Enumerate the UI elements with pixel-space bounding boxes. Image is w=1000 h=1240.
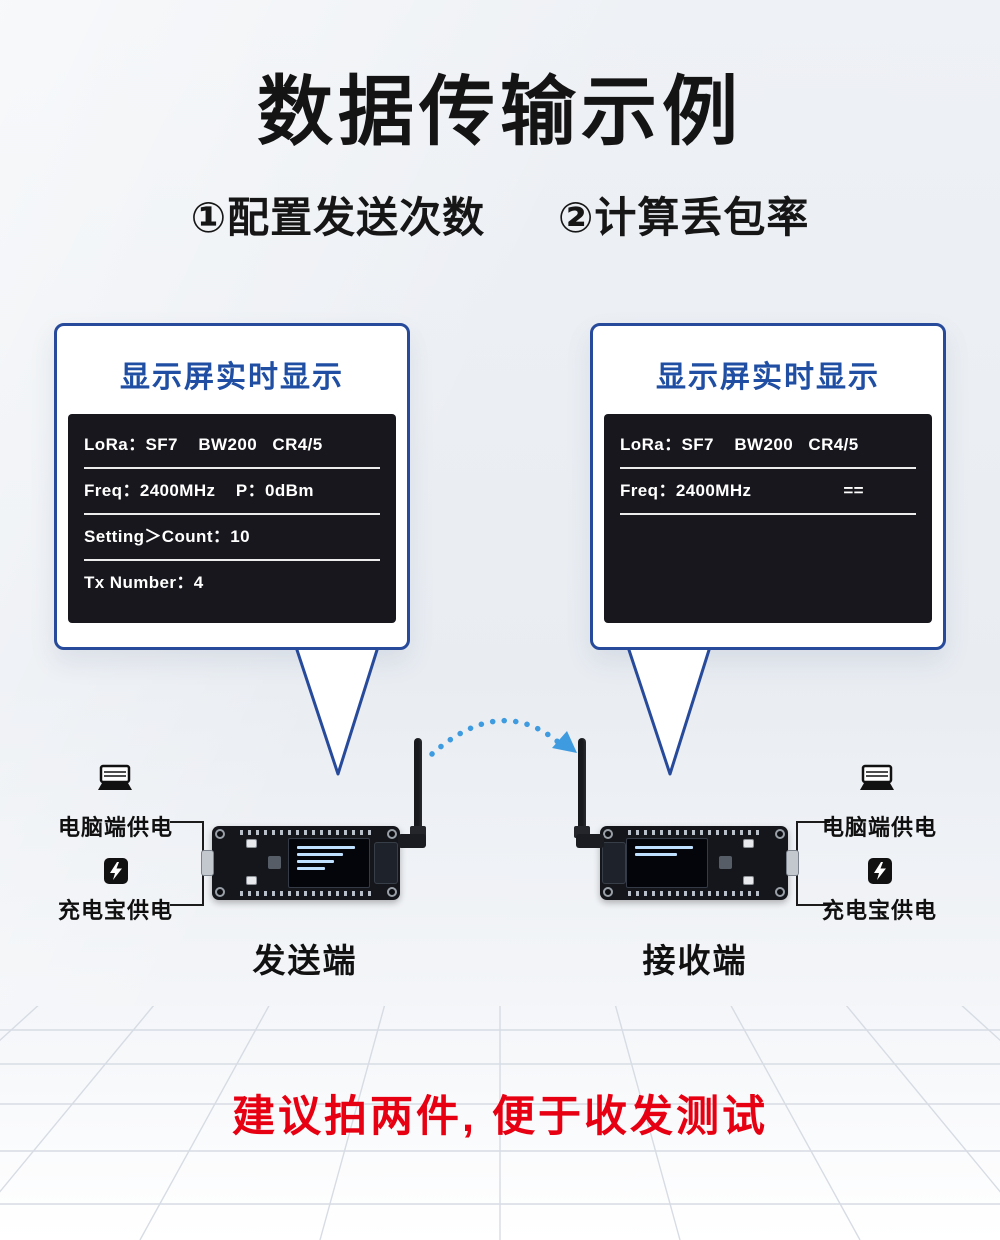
mounting-hole	[775, 829, 785, 839]
rx-powerbank-label: 充电宝供电	[822, 898, 938, 923]
rx-screen-line-freq: Freq：2400MHz ==	[620, 480, 916, 502]
tx-pc-power-label: 电脑端供电	[58, 815, 174, 840]
pin-header	[628, 830, 760, 835]
transmitter-callout-title: 显示屏实时显示	[120, 361, 344, 394]
rx-signal-text: ==	[843, 481, 864, 500]
receiver-caption: 接收端	[642, 942, 748, 979]
receiver-callout-tail	[627, 648, 711, 776]
tx-screen-line-freq: Freq：2400MHz P：0dBm	[84, 481, 314, 500]
mounting-hole	[387, 829, 397, 839]
board-chip	[719, 856, 732, 869]
antenna-elbow	[576, 834, 604, 848]
screen-divider	[84, 559, 380, 561]
rf-dotted-arc	[429, 717, 561, 757]
mounting-hole	[775, 887, 785, 897]
subtitle-step1: ①配置发送次数	[190, 194, 486, 241]
subtitle-step2: ②计算丢包率	[557, 194, 810, 241]
oled-screen	[626, 838, 708, 888]
oled-text-row	[635, 846, 693, 849]
pin-header	[240, 891, 372, 896]
tx-powerbank-label: 充电宝供电	[58, 898, 174, 923]
board-button	[246, 839, 257, 848]
mounting-hole	[215, 829, 225, 839]
tx-screen-line-lora: LoRa：SF7 BW200 CR4/5	[84, 435, 323, 454]
receiver-board	[600, 826, 799, 900]
receiver-callout-title: 显示屏实时显示	[656, 361, 880, 394]
rf-module	[602, 842, 626, 884]
transmitter-display: LoRa：SF7 BW200 CR4/5 Freq：2400MHz P：0dBm…	[68, 414, 396, 623]
transmitter-callout: 显示屏实时显示 LoRa：SF7 BW200 CR4/5 Freq：2400MH…	[54, 323, 410, 650]
transmitter-board	[201, 826, 400, 900]
oled-text-row	[635, 853, 678, 856]
transmitter-caption: 发送端	[252, 942, 358, 979]
oled-text-row	[297, 846, 355, 849]
mounting-hole	[387, 887, 397, 897]
oled-text-row	[297, 860, 335, 863]
laptop-icon	[860, 764, 894, 790]
antenna-elbow	[398, 834, 426, 848]
board-button	[743, 876, 754, 885]
rx-screen-line-lora: LoRa：SF7 BW200 CR4/5	[620, 435, 859, 454]
screen-divider	[84, 513, 380, 515]
oled-text-row	[297, 853, 344, 856]
board-chip	[268, 856, 281, 869]
rf-module	[374, 842, 398, 884]
page-subtitle: ①配置发送次数 ②计算丢包率	[0, 184, 1000, 245]
page-title: 数据传输示例	[257, 70, 743, 155]
receiver-display: LoRa：SF7 BW200 CR4/5 Freq：2400MHz ==	[604, 414, 932, 623]
screen-divider	[84, 467, 380, 469]
powerbank-icon	[104, 858, 128, 884]
purchase-note: 建议拍两件, 便于收发测试	[232, 1093, 768, 1141]
receiver-callout: 显示屏实时显示 LoRa：SF7 BW200 CR4/5 Freq：2400MH…	[590, 323, 946, 650]
mounting-hole	[603, 887, 613, 897]
antenna-rod	[414, 738, 422, 834]
mounting-hole	[215, 887, 225, 897]
oled-text-row	[297, 867, 326, 870]
board-button	[743, 839, 754, 848]
receiver-antenna	[560, 738, 604, 852]
tx-screen-line-setting: Setting＞Count：10	[84, 527, 251, 546]
screen-divider	[620, 467, 916, 469]
transmitter-callout-tail	[295, 648, 379, 776]
rx-freq-text: Freq：2400MHz	[620, 481, 752, 500]
usb-c-port	[786, 850, 799, 876]
board-button	[246, 876, 257, 885]
usb-c-port	[201, 850, 214, 876]
pin-header	[240, 830, 372, 835]
powerbank-icon	[868, 858, 892, 884]
pin-header	[628, 891, 760, 896]
rx-pc-power-label: 电脑端供电	[822, 815, 938, 840]
oled-screen	[288, 838, 370, 888]
transmitter-antenna	[398, 738, 442, 852]
tx-screen-line-txnumber: Tx Number：4	[84, 573, 204, 592]
mounting-hole	[603, 829, 613, 839]
screen-divider	[620, 513, 916, 515]
laptop-icon	[98, 764, 132, 790]
antenna-rod	[578, 738, 586, 834]
